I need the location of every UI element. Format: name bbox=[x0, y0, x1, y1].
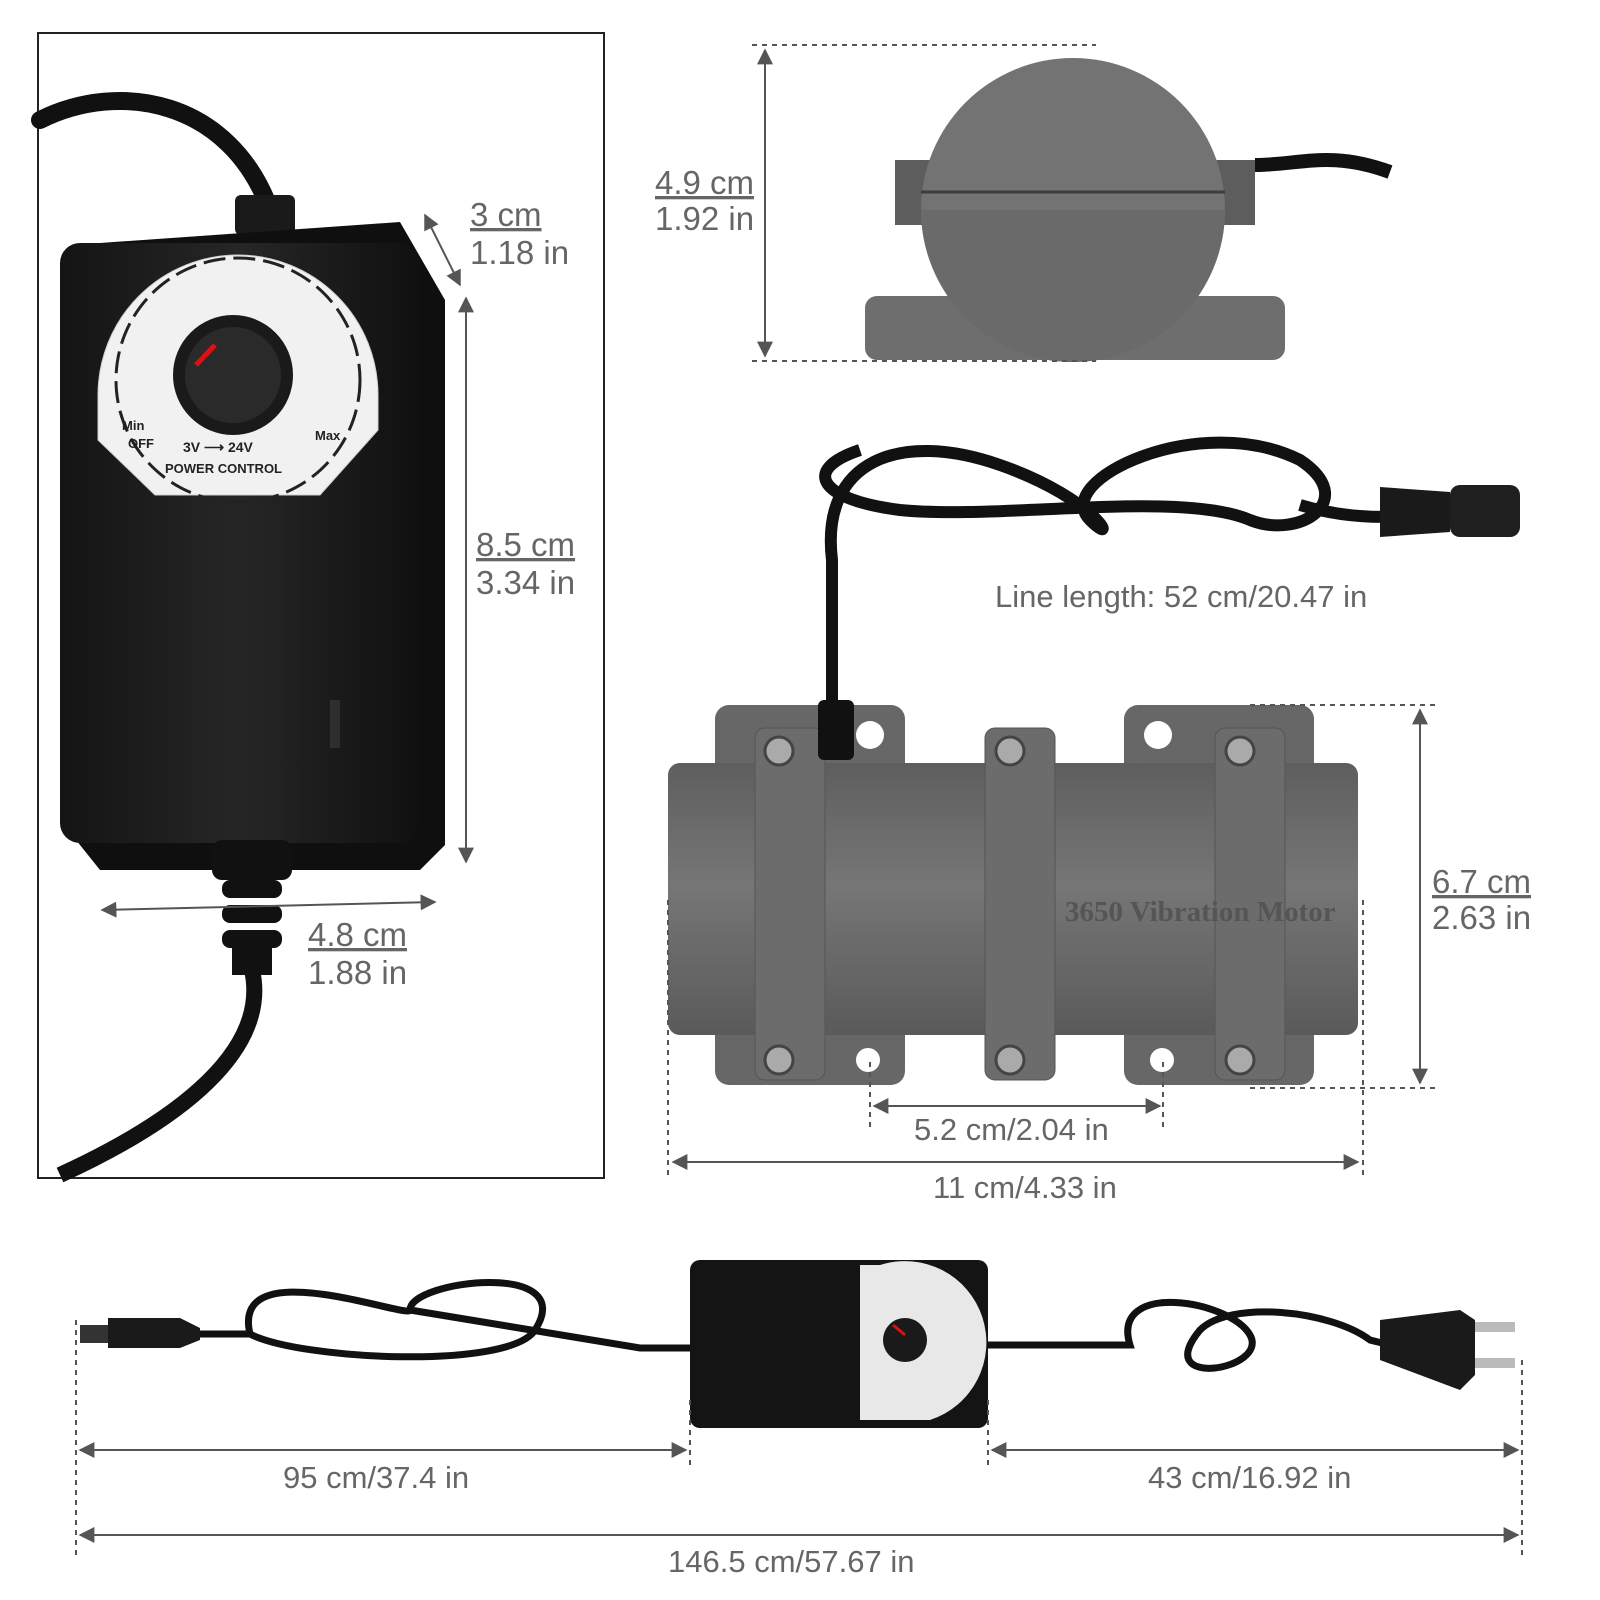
dial-power-control-label: POWER CONTROL bbox=[165, 461, 282, 476]
dc-plug-tip bbox=[80, 1325, 110, 1343]
motor-cable bbox=[819, 436, 1331, 700]
led-indicator bbox=[330, 700, 340, 748]
dial-off-label: OFF bbox=[128, 436, 154, 451]
depth-dimension-line bbox=[424, 213, 461, 287]
adapter-closeup-panel: Min OFF Max 3V ⟶ 24V POWER CONTROL 3 cm … bbox=[31, 32, 605, 1183]
adapter-length-cm: 8.5 cm bbox=[476, 526, 575, 563]
adapter-width-cm: 4.8 cm bbox=[308, 916, 407, 953]
motor-top-view: 3650 Vibration Motor Line length: 52 cm/… bbox=[667, 436, 1531, 1205]
motor-width-in: 2.63 in bbox=[1432, 899, 1531, 936]
ac-side-length: 43 cm/16.92 in bbox=[1148, 1460, 1351, 1495]
adapter-width-in: 1.88 in bbox=[308, 954, 407, 991]
adapter-length-in: 3.34 in bbox=[476, 564, 575, 601]
knob-indicator bbox=[194, 343, 217, 367]
hole-spacing-label: 5.2 cm/2.04 in bbox=[914, 1112, 1109, 1147]
adapter-depth-cm: 3 cm bbox=[470, 196, 542, 233]
ac-plug bbox=[1380, 1310, 1475, 1390]
adapter-depth-in: 1.18 in bbox=[470, 234, 569, 271]
adapter-bottom-cable bbox=[56, 840, 292, 1183]
dc-side-length: 95 cm/37.4 in bbox=[283, 1460, 469, 1495]
motor-side-view: 4.9 cm 1.92 in bbox=[655, 44, 1393, 362]
width-dimension-line bbox=[100, 894, 437, 918]
motor-height-cm: 4.9 cm bbox=[655, 164, 754, 201]
ac-cable bbox=[988, 1299, 1391, 1372]
power-control-dial[interactable]: Min OFF Max 3V ⟶ 24V POWER CONTROL bbox=[97, 254, 379, 504]
clamp-bolts bbox=[763, 735, 1256, 1076]
dc-plug bbox=[108, 1318, 200, 1348]
motor-width-cm: 6.7 cm bbox=[1432, 863, 1531, 900]
panel-frame bbox=[37, 32, 605, 1179]
dc-female-connector bbox=[1380, 487, 1450, 537]
cable-strain-relief-top bbox=[235, 195, 295, 235]
adapter-top-cable bbox=[31, 92, 279, 219]
dial-min-label: Min bbox=[122, 418, 144, 433]
motor-height-in: 1.92 in bbox=[655, 200, 754, 237]
dial-range-label: 3V ⟶ 24V bbox=[183, 439, 254, 455]
full-cable-view: 95 cm/37.4 in 43 cm/16.92 in 146.5 cm/57… bbox=[75, 1260, 1523, 1579]
total-length: 146.5 cm/57.67 in bbox=[668, 1544, 914, 1579]
dc-cable bbox=[200, 1279, 690, 1361]
cable-gland bbox=[818, 700, 854, 760]
motor-length-label: 11 cm/4.33 in bbox=[933, 1170, 1117, 1205]
motor-body-label: 3650 Vibration Motor bbox=[1065, 896, 1336, 928]
line-length-label: Line length: 52 cm/20.47 in bbox=[995, 579, 1367, 614]
dial-max-label: Max bbox=[315, 428, 341, 443]
